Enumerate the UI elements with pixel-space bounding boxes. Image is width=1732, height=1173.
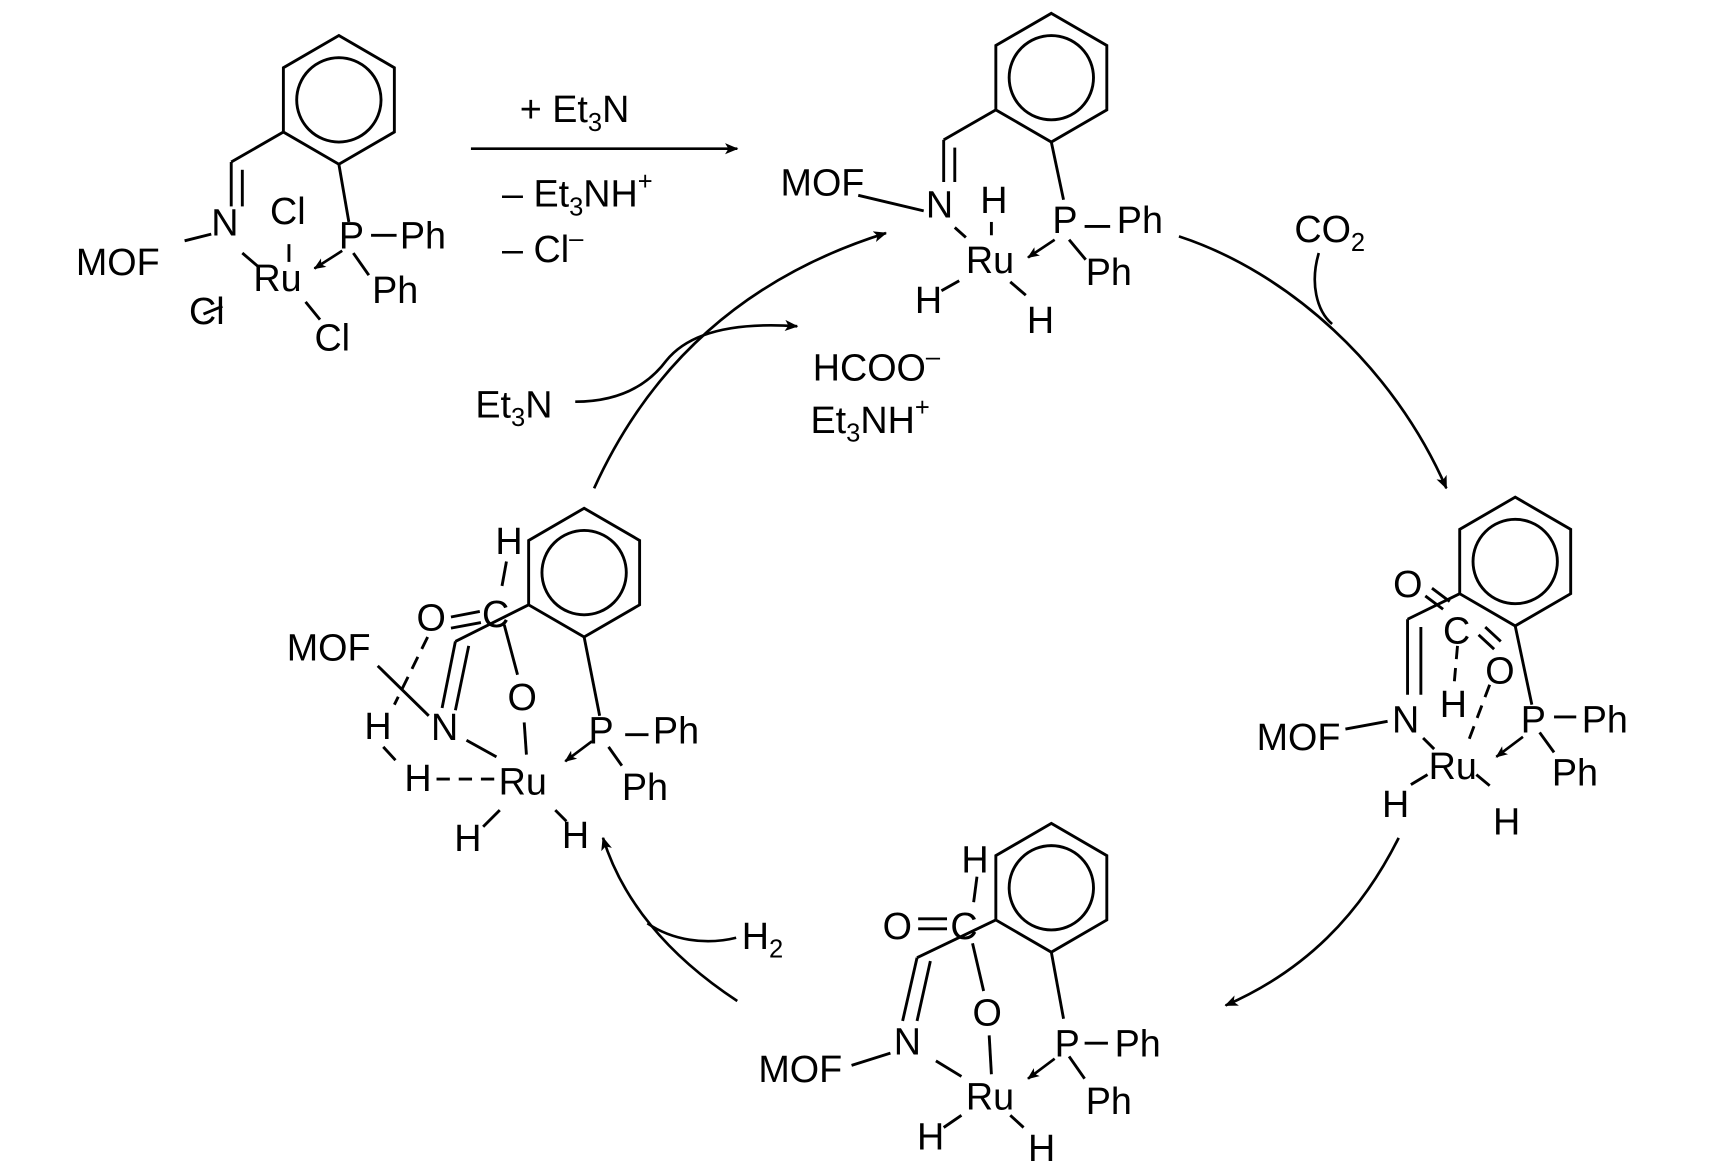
h-label: H [495,520,522,562]
byproduct-chloride: – Cl– [502,224,584,270]
n-label: N [1392,698,1419,740]
h-label: H [980,179,1007,221]
precatalyst-complex: MOF N Cl Ru Cl Cl P Ph Ph [76,33,446,359]
h-label: H [454,817,481,859]
n-label: N [926,184,953,226]
formate-product-label: HCOO– [813,343,941,389]
ammonium-product-label: Et3NH+ [811,394,930,448]
h2-addition-step: H2 [601,836,783,1003]
ph-label: Ph [1582,698,1628,740]
mof-label: MOF [1257,716,1341,758]
ph-label: Ph [1115,1022,1161,1064]
o-label: O [1393,563,1422,605]
co2-addition-step: CO2 [1178,208,1448,490]
h-label: H [562,814,589,856]
byproduct-et3nh: – Et3NH+ [502,168,653,222]
p-label: P [339,215,364,257]
ph-label: Ph [400,215,446,257]
p-label: P [1052,199,1077,241]
n-label: N [431,706,458,748]
ru-trihydride-complex: MOF N H Ru H H P Ph Ph [781,11,1163,341]
h2-feed-arrow [646,922,737,943]
o-label: O [417,596,446,638]
reagent-et3n: + Et3N [520,88,630,137]
ph-label: Ph [622,766,668,808]
h-label: H [1382,783,1409,825]
h2-label: H2 [742,915,783,964]
h-label: H [1027,299,1054,341]
o-label: O [1485,650,1514,692]
p-label: P [1055,1022,1080,1064]
h-label: H [404,757,431,799]
mof-label: MOF [758,1048,842,1090]
cl-label: Cl [270,190,306,232]
cycle-arrow [592,231,888,489]
product-release-step: Et3N HCOO– Et3NH+ [475,231,941,489]
aromatic-circle [295,56,383,144]
o-label: O [883,905,912,947]
ph-label: Ph [1086,1080,1132,1122]
activation-step: + Et3N – Et3NH+ – Cl– [470,88,739,270]
ph-label: Ph [1117,199,1163,241]
p-label: P [589,710,614,752]
ph-label: Ph [1552,752,1598,794]
ru-label: Ru [499,761,547,803]
mof-label: MOF [287,626,371,668]
co2-label: CO2 [1294,208,1365,257]
mof-label: MOF [781,161,865,203]
o-label: O [973,991,1002,1033]
p-label: P [1521,698,1546,740]
co2-adduct-complex: O C O N H MOF Ru H H P Ph Ph [1257,495,1628,843]
ph-label: Ph [1086,251,1132,293]
h-label: H [915,279,942,321]
o-label: O [508,676,537,718]
ru-label: Ru [1429,745,1477,787]
cycle-arrow [1224,837,1400,1007]
n-label: N [211,201,238,243]
h-label: H [1028,1127,1055,1169]
cycle-arrow [1178,235,1448,490]
h-label: H [961,838,988,880]
mof-label: MOF [76,241,160,283]
h2-adduct-complex: H O C MOF O H N H Ru H H P Ph Ph [287,506,699,859]
benzene-ring [281,33,396,166]
et3n-feed-arrow [575,319,799,404]
cycle-arrow [601,836,739,1003]
c-label: C [482,593,509,635]
n-label: N [894,1020,921,1062]
h-label: H [1440,683,1467,725]
ph-label: Ph [653,710,699,752]
c-label: C [1443,610,1470,652]
h-label: H [364,705,391,747]
cl-label: Cl [189,290,225,332]
ru-label: Ru [253,257,301,299]
et3n-label: Et3N [475,383,552,432]
co2-feed-arrow [1313,252,1333,326]
formate-complex: H O C O N MOF Ru H H P Ph Ph [758,821,1161,1169]
ph-label: Ph [372,269,418,311]
ru-label: Ru [966,1076,1014,1118]
h-label: H [917,1116,944,1158]
cl-label: Cl [314,317,350,359]
h-label: H [1493,801,1520,843]
ru-label: Ru [966,239,1014,281]
c-label: C [950,905,977,947]
